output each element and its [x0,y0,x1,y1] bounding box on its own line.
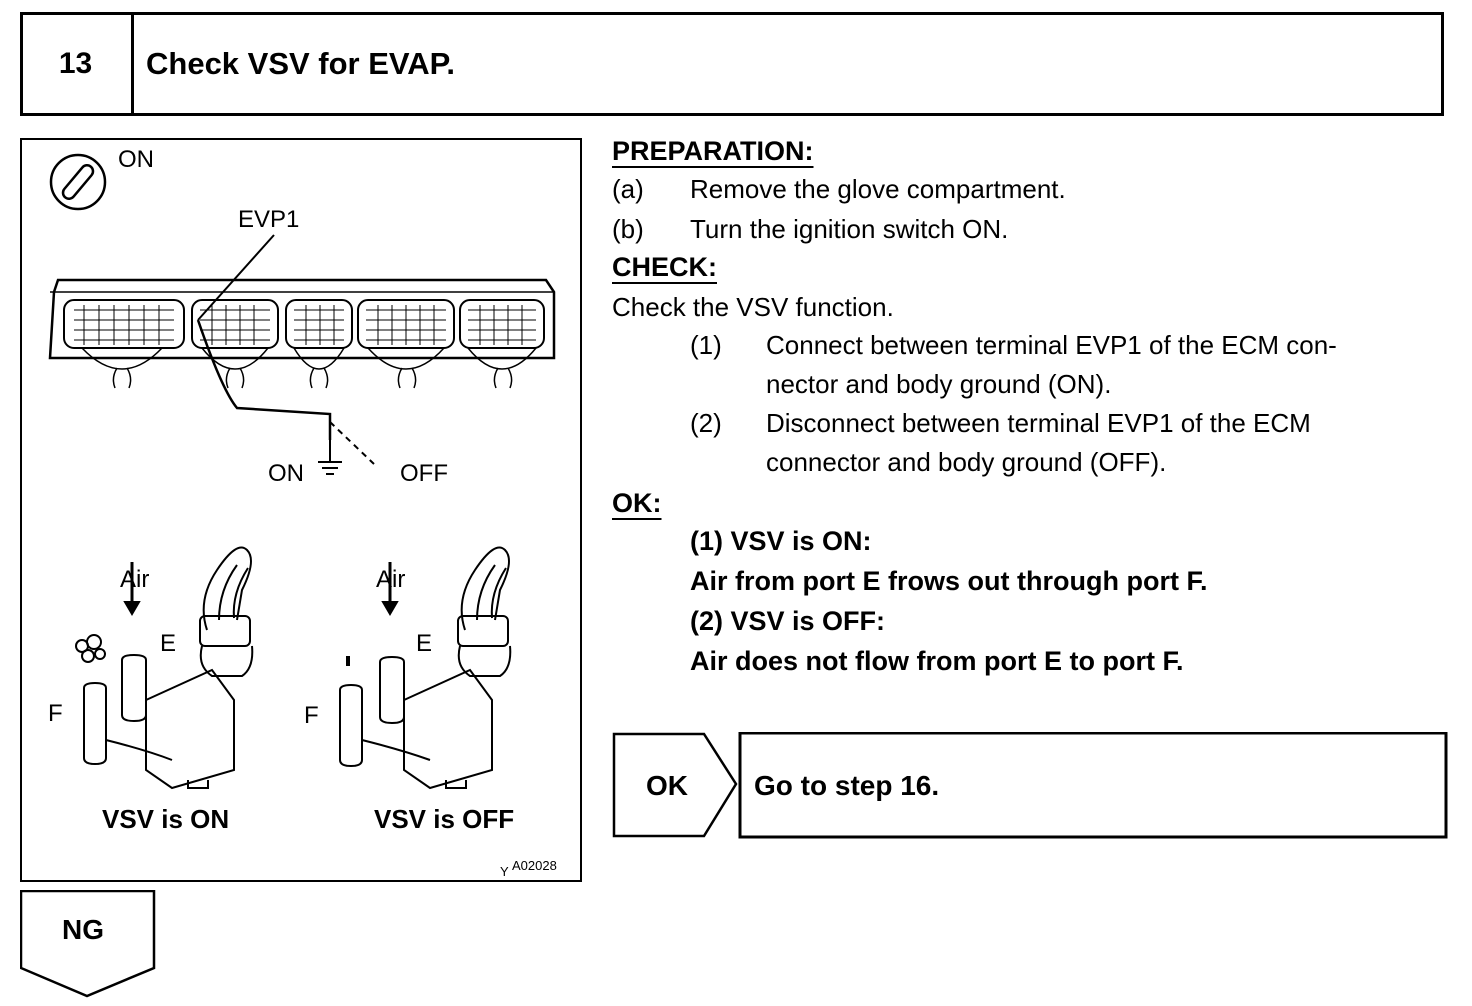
step-header [20,12,1444,116]
check-item-1-line1: Connect between terminal EVP1 of the ECM… [766,330,1337,360]
air-label-right: Air [376,566,406,593]
ecm-connector-1 [63,299,185,389]
ok-result-shapes [612,732,1448,839]
port-f-right: F [304,702,319,729]
check-item-2-line1: Disconnect between terminal EVP1 of the … [766,408,1311,438]
port-f-left: F [48,700,63,727]
figure-code: A02028 [512,858,557,873]
prep-marker-b: (b) [612,214,644,244]
ok-line-2: Air from port E frows out through port F… [690,566,1208,596]
ng-arrow-shape [20,890,156,998]
vsv-off-illustration [339,546,512,790]
illustration-box: ON EVP1 ON OFF Air E F Air E F VSV is ON… [20,138,582,882]
prep-text-a: Remove the glove compartment. [690,174,1066,204]
ok-line-1: (1) VSV is ON: [690,526,872,556]
ok-result-label: OK [646,770,688,801]
ecm-connector-4 [357,299,455,389]
ecm-connector-3 [285,299,353,389]
check-item-2-line2: connector and body ground (OFF). [766,447,1167,477]
switch-on-label: ON [268,460,304,487]
ecm-connector-5 [459,299,545,389]
ignition-on-label: ON [118,146,154,173]
figure-code-prefix: Y [500,864,509,879]
caption-vsv-off: VSV is OFF [374,804,515,834]
check-heading: CHECK: [612,252,717,282]
step-title: Check VSV for EVAP. [146,46,455,81]
check-marker-2: (2) [690,408,722,438]
ignition-key-icon [49,153,107,211]
check-intro: Check the VSV function. [612,292,894,322]
go-to-step-text: Go to step 16. [754,770,940,801]
ok-heading: OK: [612,488,662,518]
step-number: 13 [20,12,134,116]
preparation-heading: PREPARATION: [612,136,814,166]
prep-marker-a: (a) [612,174,644,204]
caption-vsv-on: VSV is ON [102,804,230,834]
switch-off-label: OFF [400,460,448,487]
port-e-left: E [160,630,177,657]
check-marker-1: (1) [690,330,722,360]
port-e-right: E [416,630,433,657]
ecm-connector-2 [191,299,279,389]
evp1-label: EVP1 [238,206,300,233]
ok-line-3: (2) VSV is OFF: [690,606,886,636]
ground-symbol-icon [318,440,342,475]
ok-line-4: Air does not flow from port E to port F. [690,646,1184,676]
air-label-left: Air [120,566,150,593]
vsv-on-illustration [75,546,254,790]
prep-text-b: Turn the ignition switch ON. [690,214,1009,244]
check-item-1-line2: nector and body ground (ON). [766,369,1112,399]
ng-result-label: NG [62,914,104,945]
ecm-vsv-diagram [48,153,556,790]
